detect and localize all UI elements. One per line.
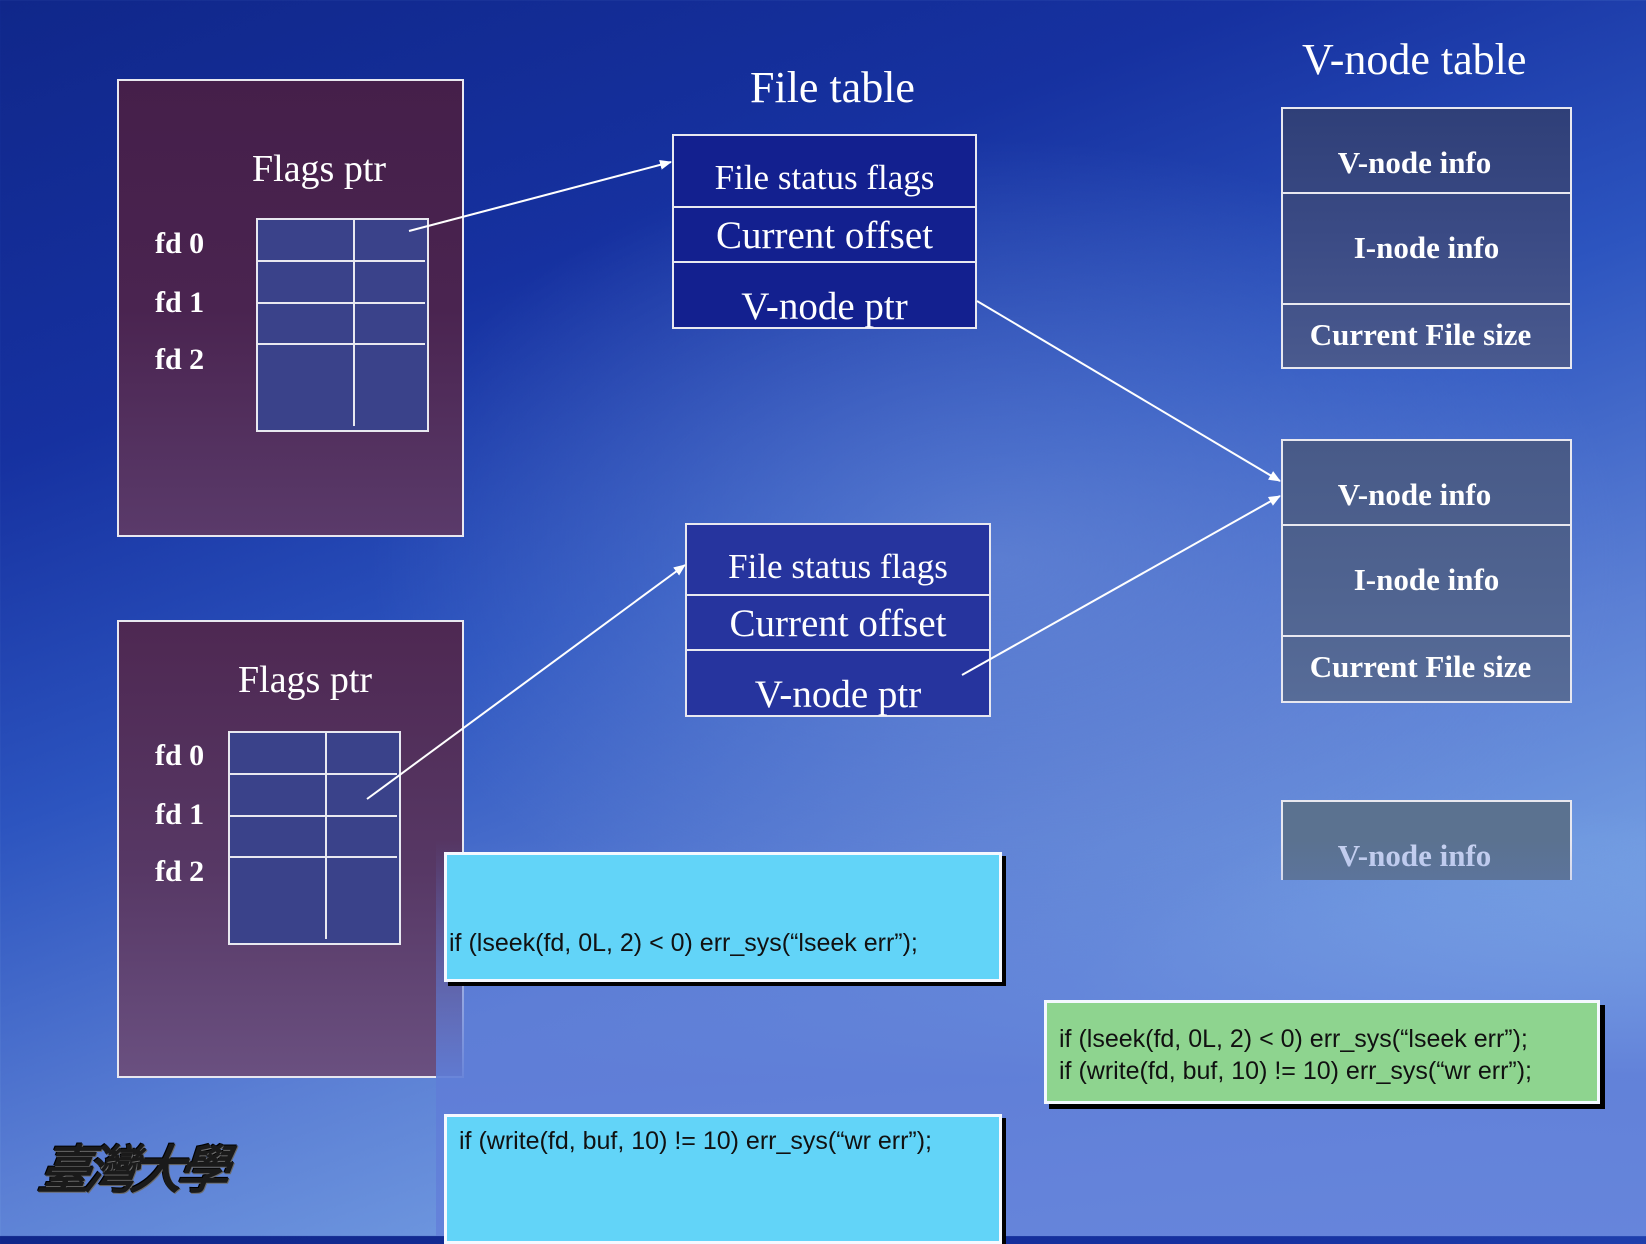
code-line-write: if (write(fd, buf, 10) != 10) err_sys(“w… [1059, 1057, 1532, 1085]
fd-cell [327, 775, 397, 817]
fd-cell [258, 262, 355, 304]
process-1-fd-table [256, 218, 429, 432]
current-file-size-row: Current File size [1283, 303, 1570, 369]
fd-cell [355, 304, 425, 345]
current-file-size-row: Current File size [1283, 635, 1570, 703]
vnode-table-entry-1: V-node info I-node info Current File siz… [1281, 107, 1572, 369]
arrow-fd0-to-file-entry-1 [408, 159, 672, 232]
process-1-flags-ptr-label: Flags ptr [252, 148, 387, 190]
vnode-info-row: V-node info [1337, 477, 1492, 512]
fd-cell [258, 220, 355, 262]
vnode-table-title: V-node table [1302, 35, 1527, 84]
code-box-combined: if (lseek(fd, 0L, 2) < 0) err_sys(“lseek… [1044, 1000, 1600, 1104]
fd-cell [230, 733, 327, 775]
code-line-lseek: if (lseek(fd, 0L, 2) < 0) err_sys(“lseek… [449, 929, 918, 957]
process-2-fd0-label: fd 0 [155, 739, 205, 772]
fd-cell [327, 817, 397, 858]
fd-cell [230, 775, 327, 817]
vnode-ptr-row: V-node ptr [674, 261, 975, 329]
vnode-table-entry-2: V-node info I-node info Current File siz… [1281, 439, 1572, 703]
process-1-table: Flags ptr fd 0 fd 1 fd 2 [117, 79, 464, 537]
file-table-entry-1: File status flags Current offset V-node … [672, 134, 977, 329]
vnode-ptr-row: V-node ptr [687, 649, 989, 717]
process-1-fd0-label: fd 0 [155, 227, 205, 260]
fd-cell [258, 345, 355, 426]
current-offset-row: Current offset [687, 594, 989, 649]
fd-cell [230, 817, 327, 858]
current-offset-row: Current offset [674, 206, 975, 261]
fd-cell [355, 220, 425, 262]
process-2-fd2-label: fd 2 [155, 855, 205, 888]
process-1-fd1-label: fd 1 [155, 286, 205, 319]
file-status-flags-row: File status flags [714, 158, 935, 197]
code-box-lseek: if (lseek(fd, 0L, 2) < 0) err_sys(“lseek… [444, 852, 1002, 982]
arrow-file-entry-1-to-vnode-2 [976, 300, 1281, 482]
vnode-info-row: V-node info [1337, 145, 1492, 180]
inode-info-row: I-node info [1283, 524, 1570, 635]
process-2-flags-ptr-label: Flags ptr [238, 659, 373, 701]
fd-cell [230, 858, 327, 939]
code-line-lseek: if (lseek(fd, 0L, 2) < 0) err_sys(“lseek… [1059, 1025, 1528, 1053]
fd-cell [327, 733, 397, 775]
code-box-write: if (write(fd, buf, 10) != 10) err_sys(“w… [444, 1114, 1002, 1244]
process-2-fd1-label: fd 1 [155, 798, 205, 831]
code-line-write: if (write(fd, buf, 10) != 10) err_sys(“w… [459, 1127, 932, 1155]
university-logo-icon: 臺灣大學 [35, 1140, 228, 1201]
file-table-title: File table [750, 63, 915, 112]
process-1-fd2-label: fd 2 [155, 343, 205, 376]
file-status-flags-row: File status flags [728, 547, 948, 586]
process-2-fd-table [228, 731, 401, 945]
arrow-file-entry-2-to-vnode-2 [961, 495, 1281, 676]
fd-cell [355, 262, 425, 304]
inode-info-row: I-node info [1283, 192, 1570, 303]
arrow-fd1-to-file-entry-2 [366, 564, 686, 800]
process-2-table: Flags ptr fd 0 fd 1 fd 2 [117, 620, 464, 1078]
fd-cell [258, 304, 355, 345]
file-table-entry-2: File status flags Current offset V-node … [685, 523, 991, 717]
